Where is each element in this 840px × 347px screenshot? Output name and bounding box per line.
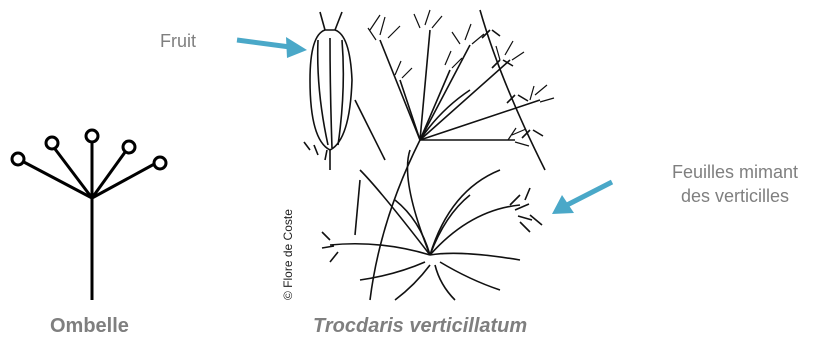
arrow-icon: [237, 37, 307, 58]
fruit-drawing: [310, 12, 352, 170]
umbel-rays: [20, 140, 158, 300]
feuilles-label: Feuilles mimant des verticilles: [630, 160, 840, 208]
umbel-flowers: [12, 130, 166, 169]
copyright-credit: © Flore de Coste: [281, 140, 295, 300]
ombelle-caption: Ombelle: [50, 315, 129, 338]
arrow-icon: [552, 182, 612, 214]
feuilles-label-line1: Feuilles mimant: [630, 160, 840, 184]
feuilles-label-line2: des verticilles: [630, 184, 840, 208]
fruit-label: Fruit: [160, 29, 196, 53]
species-caption: Trocdaris verticillatum: [313, 315, 527, 338]
plant-illustration: [304, 10, 554, 300]
